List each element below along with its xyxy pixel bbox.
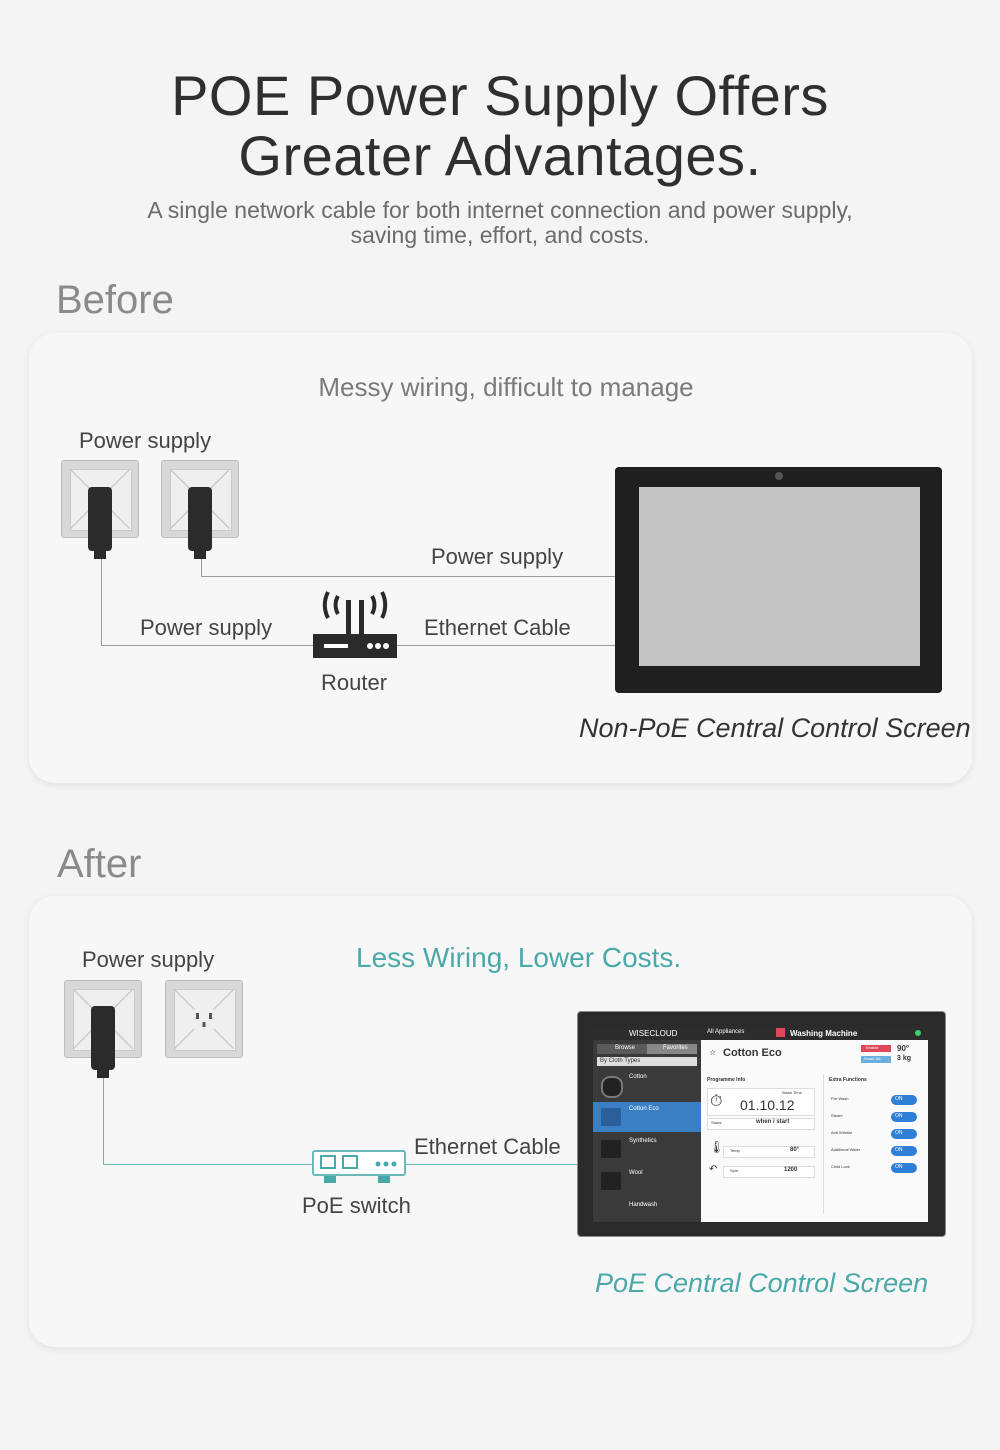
after-power-supply-label: Power supply — [82, 947, 215, 972]
app-top-bar: WISECLOUD All Appliances Washing Machine — [593, 1026, 928, 1040]
function-row: Child Lock ON — [829, 1162, 923, 1174]
poe-screen-label: PoE Central Control Screen — [595, 1268, 929, 1298]
spin-icon: ↶ — [709, 1164, 718, 1175]
ethernet-cable-label: Ethernet Cable — [414, 1134, 561, 1159]
title-line-2: Greater Advantages. — [238, 124, 762, 187]
temp-row[interactable]: Temp. 80° — [723, 1146, 815, 1158]
app-title: Washing Machine — [790, 1029, 858, 1038]
program-icon — [601, 1172, 621, 1190]
toggle-switch[interactable]: ON — [891, 1129, 917, 1139]
spin-row[interactable]: Spin 1200 — [723, 1166, 815, 1178]
all-appliances-link[interactable]: All Appliances — [707, 1029, 745, 1035]
power-plug — [88, 487, 112, 551]
eco-icon — [601, 1108, 621, 1126]
star-icon[interactable]: ☆ — [709, 1048, 717, 1057]
power-plug — [91, 1006, 115, 1070]
list-item[interactable]: Handwash — [629, 1202, 658, 1208]
wire — [201, 559, 202, 576]
function-row: Additional Water ON — [829, 1145, 923, 1157]
screen-display: WISECLOUD All Appliances Washing Machine… — [593, 1026, 928, 1222]
list-item[interactable]: Synthetics — [593, 1134, 701, 1164]
wire — [103, 1078, 104, 1165]
program-icon — [601, 1076, 623, 1098]
selected-program-title: Cotton Eco — [723, 1047, 782, 1059]
camera-icon — [775, 472, 783, 480]
title-line-1: POE Power Supply Offers — [171, 64, 829, 127]
list-item[interactable]: Wool — [593, 1166, 701, 1196]
washing-machine-icon — [776, 1028, 785, 1037]
badge-blue: Smart Kit — [861, 1056, 891, 1063]
screen-display — [639, 487, 920, 666]
wash-time-value: 01.10.12 — [740, 1097, 795, 1113]
power-plug — [188, 487, 212, 551]
power-supply-cable-label: Power supply — [431, 544, 564, 569]
starts-row[interactable]: Starts when i start — [707, 1118, 815, 1130]
wire — [101, 645, 315, 646]
empty-wall-outlet — [165, 980, 243, 1058]
program-list: Browse Favorites By Cloth Types Cotton C… — [593, 1040, 701, 1222]
toggle-switch[interactable]: ON — [891, 1095, 917, 1105]
stopwatch-icon: ⏱ — [710, 1093, 723, 1110]
wire — [397, 645, 615, 646]
non-poe-screen — [615, 467, 942, 693]
after-caption: Less Wiring, Lower Costs. — [356, 942, 682, 973]
badge-red: Enable — [861, 1045, 891, 1052]
status-dot — [915, 1030, 921, 1036]
toggle-switch[interactable]: ON — [891, 1163, 917, 1173]
before-label: Before — [56, 278, 174, 322]
thermometer-icon: 🌡 — [709, 1140, 725, 1154]
program-detail: ☆ Cotton Eco Enable Smart Kit 90° 3 kg P… — [701, 1040, 928, 1222]
subtitle-line-1: A single network cable for both internet… — [147, 197, 853, 223]
poe-switch-label: PoE switch — [302, 1193, 411, 1218]
toggle-switch[interactable]: ON — [891, 1112, 917, 1122]
function-row: Anti Wrinkle ON — [829, 1128, 923, 1140]
ethernet-cable-label: Ethernet Cable — [424, 615, 571, 640]
poe-screen: WISECLOUD All Appliances Washing Machine… — [577, 1011, 946, 1237]
subtitle-line-2: saving time, effort, and costs. — [350, 222, 650, 248]
router-label: Router — [321, 670, 388, 695]
before-power-supply-label: Power supply — [79, 428, 212, 453]
before-caption: Messy wiring, difficult to manage — [318, 372, 694, 402]
wire — [404, 1164, 578, 1165]
toggle-switch[interactable]: ON — [891, 1146, 917, 1156]
function-row: Pre Wash ON — [829, 1094, 923, 1106]
poe-switch-icon — [312, 1150, 406, 1183]
wire — [101, 559, 102, 646]
cloth-type-filter[interactable]: By Cloth Types — [597, 1057, 697, 1066]
after-label: After — [57, 842, 142, 886]
page-subtitle: A single network cable for both internet… — [0, 198, 1000, 248]
list-item[interactable]: Cotton — [593, 1070, 701, 1100]
router-icon — [313, 591, 397, 658]
power-supply-cable-label: Power supply — [140, 615, 273, 640]
non-poe-screen-label: Non-PoE Central Control Screen — [579, 713, 971, 743]
function-row: Steam ON — [829, 1111, 923, 1123]
wire — [103, 1164, 313, 1165]
outlet-socket-icon — [174, 989, 234, 1049]
page-title: POE Power Supply Offers Greater Advantag… — [0, 66, 1000, 186]
tab-browse[interactable]: Browse — [615, 1045, 636, 1051]
wash-time-box: Wash Time ⏱ 01.10.12 — [707, 1088, 815, 1116]
tab-favorites[interactable]: Favorites — [663, 1045, 688, 1051]
program-icon — [601, 1140, 621, 1158]
wire — [201, 576, 615, 577]
list-item-selected[interactable]: Cotton Eco — [593, 1102, 701, 1132]
brand-label: WISECLOUD — [629, 1029, 678, 1038]
